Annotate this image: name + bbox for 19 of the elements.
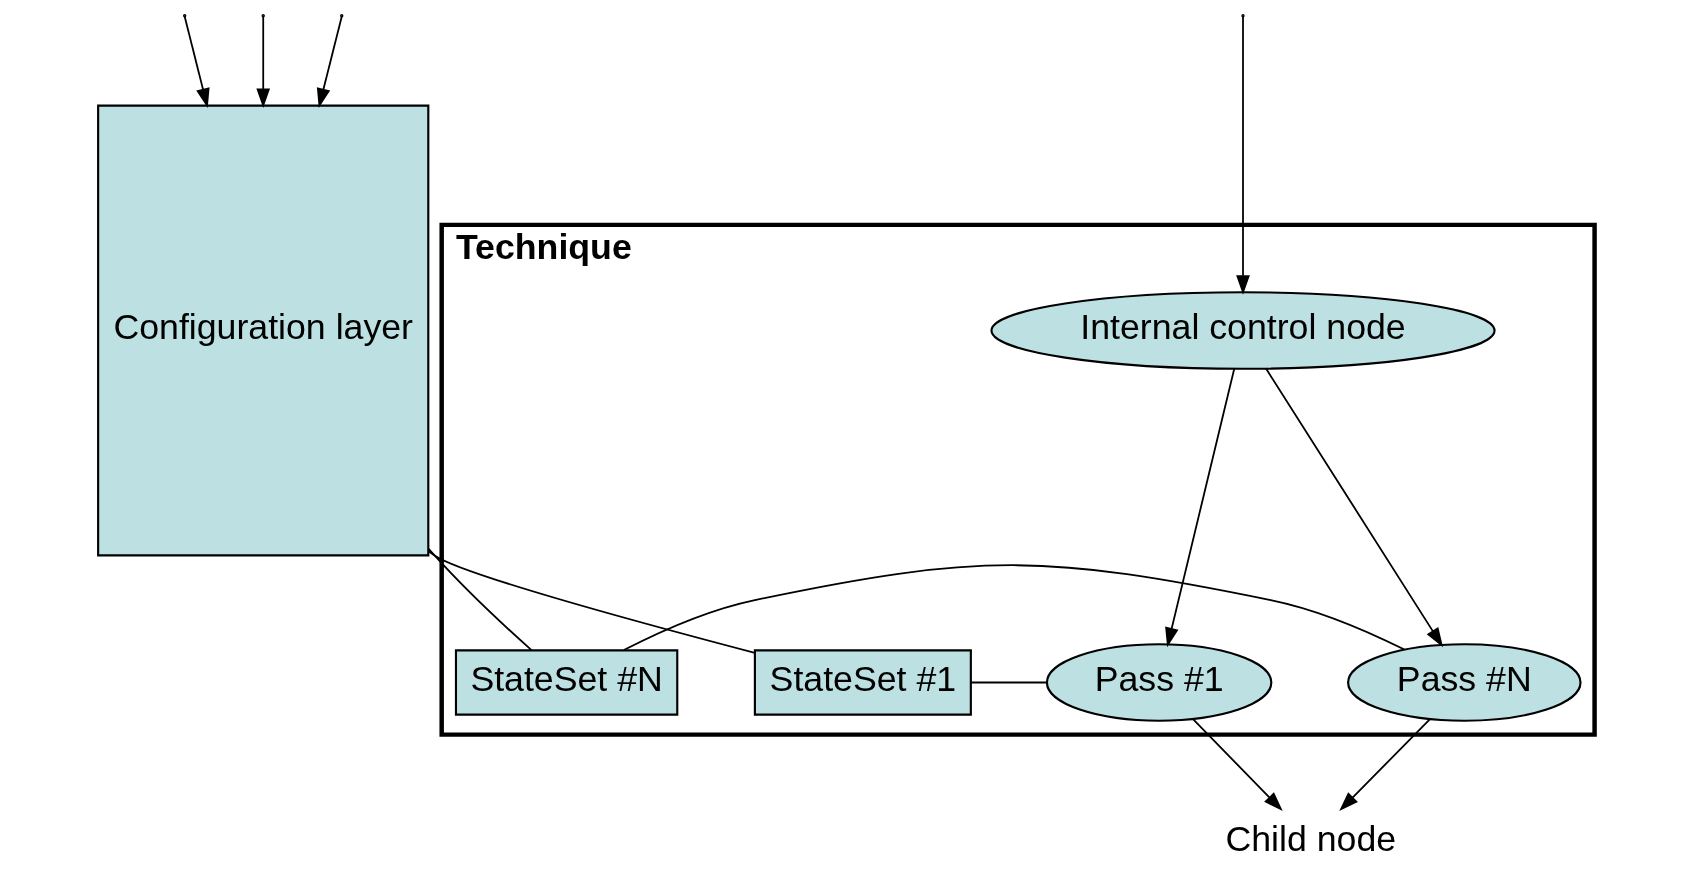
connector (427, 550, 756, 654)
arrow (256, 15, 271, 109)
arrow (1191, 717, 1283, 812)
node-ellipse: Pass #1 (1045, 643, 1273, 722)
connector (970, 681, 1048, 684)
node-ellipse: Internal control node (990, 291, 1496, 370)
node-box: StateSet #1 (753, 649, 972, 716)
node-box: StateSet #N (454, 649, 679, 716)
arrow (1165, 368, 1236, 648)
connector (623, 564, 1406, 651)
node-box: Configuration layer (97, 104, 430, 557)
arrow (316, 15, 343, 108)
arrow (1264, 367, 1444, 648)
node-text: Child node (1225, 818, 1397, 859)
arrow (183, 15, 210, 108)
node-ellipse: Pass #N (1347, 643, 1582, 722)
arrow (1339, 717, 1432, 812)
connector (427, 547, 533, 652)
arrow (1236, 15, 1250, 295)
